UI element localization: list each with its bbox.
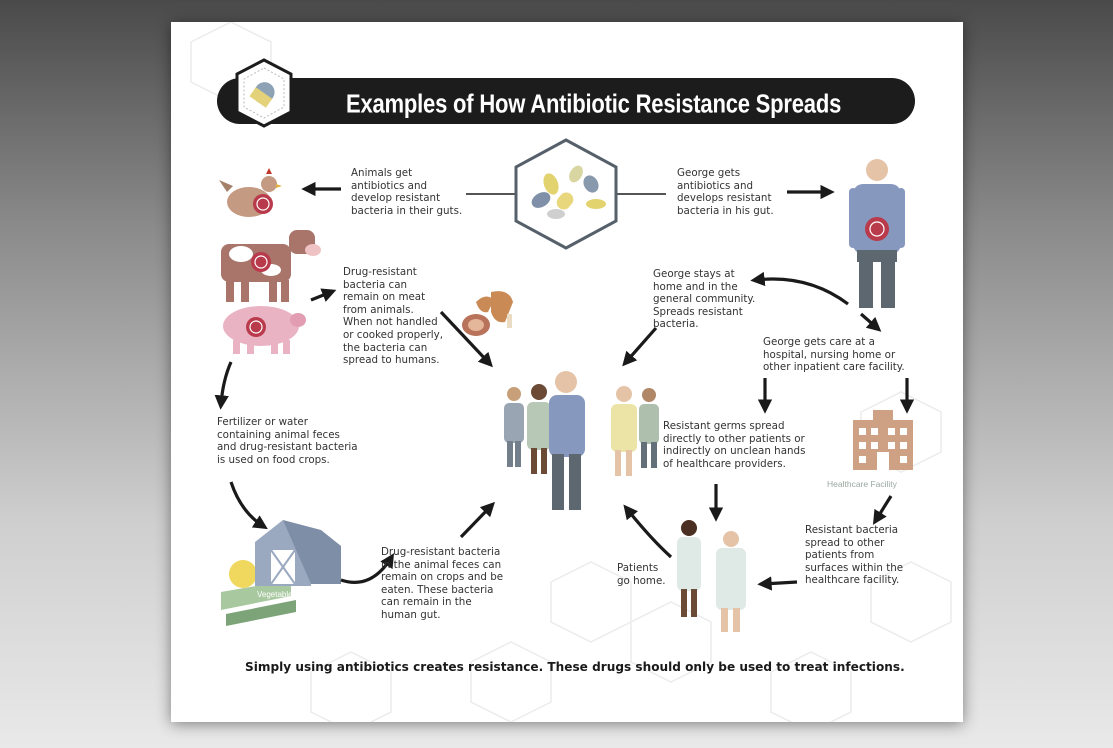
flow-arrows <box>214 181 915 591</box>
animals-text: Animals get antibiotics and develop resi… <box>351 167 463 217</box>
george-figure-icon <box>849 159 905 308</box>
community-crowd-icon <box>504 371 659 510</box>
infographic-card: Examples of How Antibiotic Resistance Sp… <box>171 22 963 722</box>
patients-home-text: Patients go home. <box>617 562 666 587</box>
antibiotic-pills-icon <box>466 138 666 250</box>
george-home-text: George stays at home and in the general … <box>653 268 756 331</box>
meat-icon <box>462 291 513 336</box>
george-care-text: George gets care at a hospital, nursing … <box>763 336 905 374</box>
page-title: Examples of How Antibiotic Resistance Sp… <box>346 89 842 119</box>
healthcare-facility-icon <box>853 410 913 470</box>
vegetable-farm-label: Vegetable Farm <box>257 590 314 599</box>
fertilizer-text: Fertilizer or water containing animal fe… <box>217 416 358 466</box>
healthcare-facility-label: Healthcare Facility <box>827 479 897 489</box>
title-bar <box>217 78 915 124</box>
patients-icon <box>677 520 746 632</box>
vegetable-farm-icon <box>221 520 341 626</box>
george-gets-text: George gets antibiotics and develops res… <box>677 167 774 217</box>
cow-icon <box>221 230 321 302</box>
germs-spread-text: Resistant germs spread directly to other… <box>663 420 806 470</box>
surfaces-text: Resistant bacteria spread to other patie… <box>805 524 904 587</box>
pig-icon <box>223 306 306 354</box>
pill-badge-icon <box>235 58 293 128</box>
crops-text: Drug-resistant bacteria in the animal fe… <box>381 546 504 621</box>
diagram-art <box>214 58 915 632</box>
footer-message: Simply using antibiotics creates resista… <box>245 660 905 674</box>
chicken-icon <box>219 168 282 217</box>
meat-text: Drug-resistant bacteria can remain on me… <box>343 266 443 367</box>
